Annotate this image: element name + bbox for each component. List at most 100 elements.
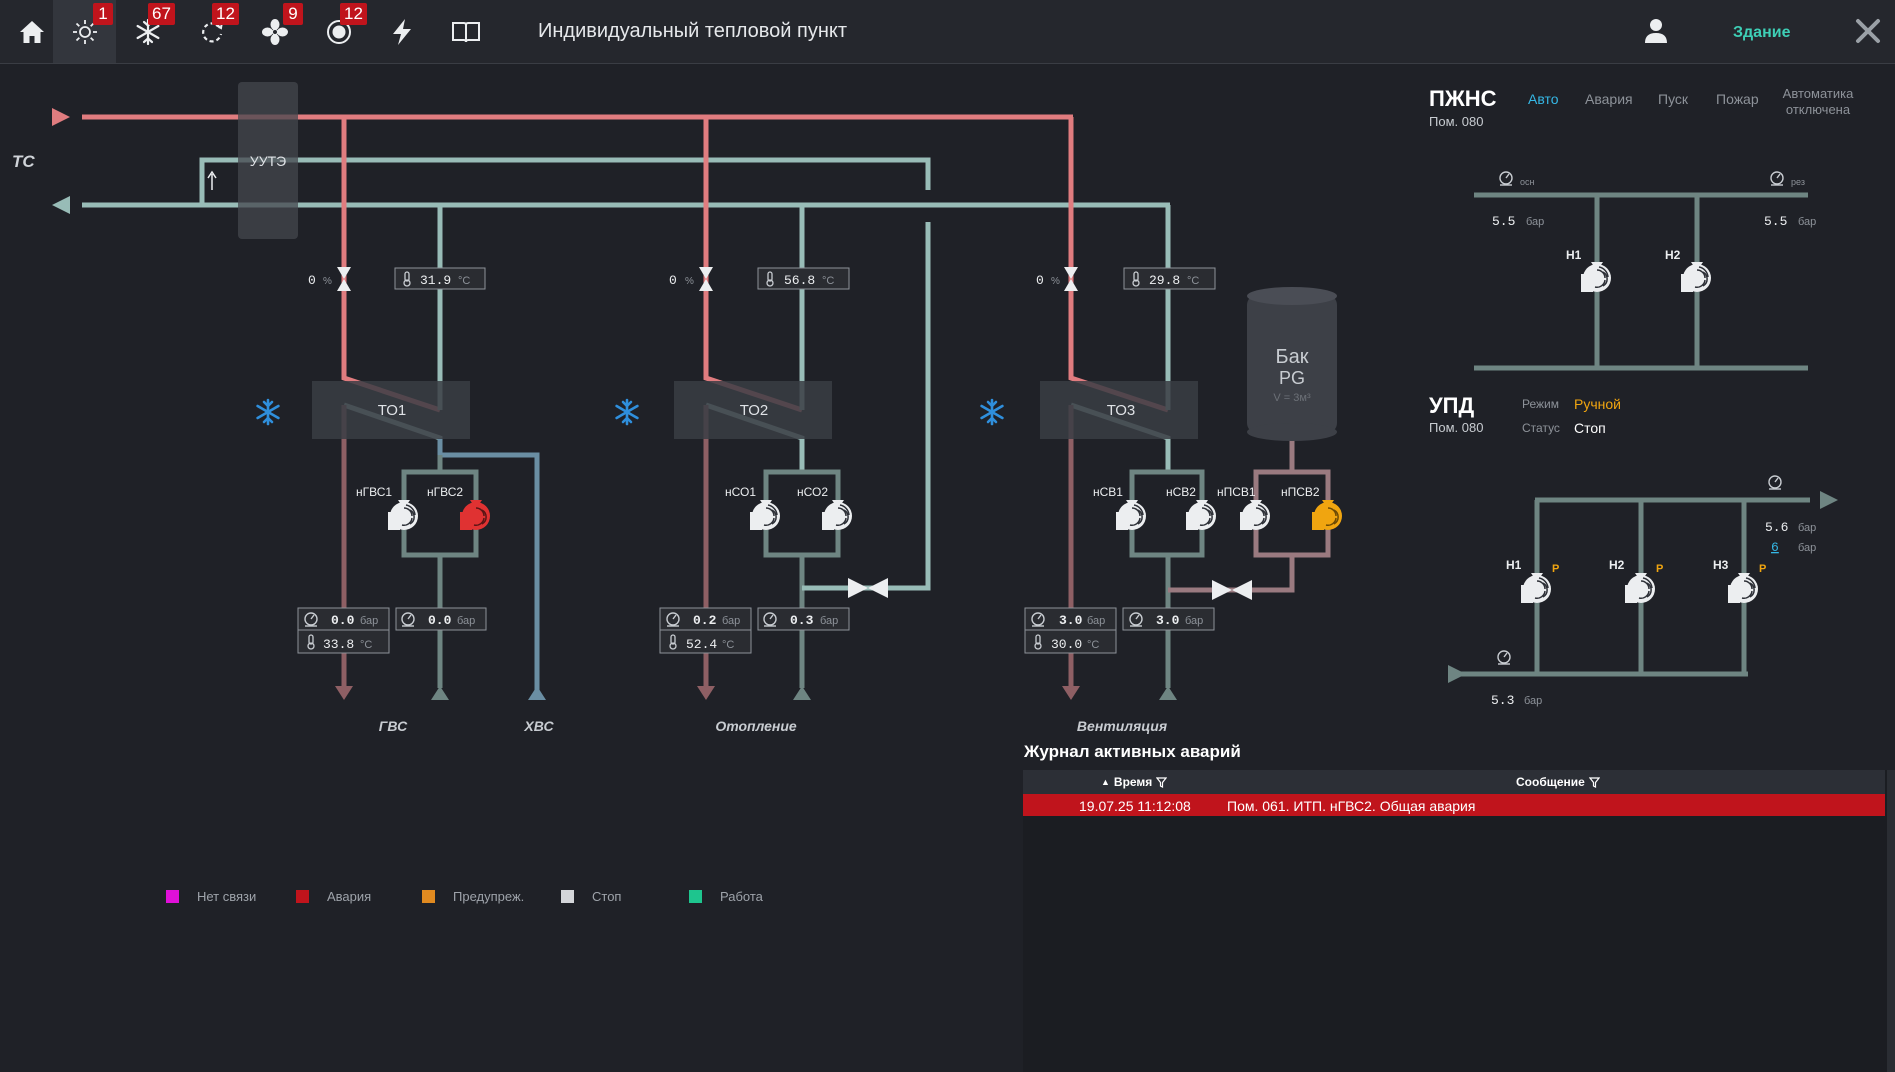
pump-pvent1-icon[interactable] [1239,499,1271,531]
vent-left-pressure: 3.0 [1059,613,1083,628]
pzhns-pump1-icon[interactable] [1580,261,1612,293]
heating-left-temp-unit: °C [722,639,734,651]
dhw-right-pressure: 0.0 [428,613,452,628]
upd-setpoint[interactable]: 6 [1771,540,1779,555]
fan-icon [261,18,288,45]
bypass-arrow-icon [207,170,217,190]
vent-right-pressure-unit: бар [1185,615,1203,627]
record-icon [326,19,351,44]
pzhns-auto-off-status: Автоматика отключена [1782,86,1854,117]
legend-work-label: Работа [720,889,763,904]
pump-heating1-icon[interactable] [749,499,781,531]
nav-record-button[interactable]: 12 [307,0,370,63]
cold-water-arrow-icon [528,686,546,700]
journal-col-message-label: Сообщение [1516,775,1585,789]
journal-row-time: 19.07.25 11:12:08 [1079,798,1191,814]
valve-2-icon[interactable] [699,267,713,291]
return-outlet-arrow-icon [52,196,70,214]
upd-status-label: Статус [1522,421,1560,435]
nav-cycle-button[interactable]: 12 [180,0,243,63]
upd-outlet-arrow-icon [1820,491,1838,509]
upd-pump1-icon[interactable] [1520,572,1552,604]
legend-alarm-label: Авария [327,889,372,904]
close-button[interactable] [1855,18,1881,49]
legend-alarm: Авария [296,889,371,904]
journal-row[interactable]: 19.07.25 11:12:08 Пом. 061. ИТП. нГВС2. … [1023,794,1885,816]
heating-bypass-valve-icon[interactable] [848,578,888,598]
nav-heating-button[interactable]: 1 [53,0,116,63]
cooling-1-icon [256,398,280,426]
ventilation-badge: 9 [283,3,303,25]
book-icon [451,21,480,42]
valve-3-value: 0 [1036,273,1044,288]
pump-heating2-icon[interactable] [821,499,853,531]
filter-icon[interactable] [1588,776,1600,788]
valve-1-icon[interactable] [337,267,351,291]
pzhns-pump2-icon[interactable] [1680,261,1712,293]
heat-meter-block[interactable] [238,82,298,239]
valve-2-value: 0 [669,273,677,288]
nav-ventilation-button[interactable]: 9 [243,0,306,63]
pzhns-gauge-res-label: рез [1791,177,1805,187]
nav-cooling-button[interactable]: 67 [116,0,179,63]
dhw-out-arrow-icon [335,686,353,700]
journal-row-message: Пом. 061. ИТП. нГВС2. Общая авария [1227,798,1476,814]
upd-pump1-label: Н1 [1506,558,1522,572]
tank-volume: V = 3м³ [1273,392,1311,404]
journal-scrollbar[interactable] [1887,770,1895,1072]
legend-warning-label: Предупреж. [453,889,525,904]
heating-left-pressure: 0.2 [693,613,717,628]
page-title: Индивидуальный тепловой пункт [538,20,848,42]
nav-home-button[interactable] [0,0,63,63]
legend-work: Работа [689,889,763,904]
valve-3-icon[interactable] [1064,267,1078,291]
legend-stop: Стоп [561,889,621,904]
pump-vent2-icon[interactable] [1185,499,1217,531]
journal-col-time[interactable]: ▲ Время [1101,775,1168,789]
nav-docs-button[interactable] [434,0,497,63]
cooling-2-icon [615,398,639,426]
dhw-left-temp: 33.8 [323,637,354,652]
cooling-badge: 67 [148,3,175,25]
expansion-tank[interactable] [1247,287,1337,441]
pzhns-res-unit: бар [1798,216,1816,228]
upd-in-pressure: 5.3 [1491,693,1514,708]
pzhns-mode-auto[interactable]: Авто [1528,91,1559,107]
hx3-label: ТО3 [1107,402,1136,419]
pzhns-pump1-label: Н1 [1566,248,1582,262]
building-link[interactable]: Здание [1733,24,1791,41]
heating-caption: Отопление [715,718,797,734]
hx2-label: ТО2 [740,402,769,419]
supply-temp-1-value: 31.9 [420,273,451,288]
upd-setpoint-unit: бар [1798,542,1816,554]
pzhns-mode-start[interactable]: Пуск [1658,91,1689,107]
vent-left-temp-unit: °C [1087,639,1099,651]
pump-dhw1-icon[interactable] [387,499,419,531]
pzhns-mode-fire[interactable]: Пожар [1716,91,1759,107]
valve-3-unit: % [1051,276,1060,287]
pzhns-pump2-label: Н2 [1665,248,1681,262]
ventilation-bypass-valve-icon[interactable] [1212,580,1252,600]
pzhns-mode-alarm[interactable]: Авария [1585,91,1633,107]
pump-pvent2-label: нПСВ2 [1281,485,1320,499]
nav-power-button[interactable] [370,0,433,63]
pump-vent1-icon[interactable] [1115,499,1147,531]
pzhns-main-pressure: 5.5 [1492,214,1515,229]
upd-pump2-icon[interactable] [1624,572,1656,604]
pump-heating2-label: нСО2 [797,485,828,499]
user-button[interactable] [1644,18,1668,49]
upd-mode-value[interactable]: Ручной [1574,396,1621,412]
filter-icon[interactable] [1156,776,1168,788]
circuit-ventilation: ТО3 [1040,117,1331,688]
pump-dhw2-icon[interactable] [459,499,491,531]
vent-left-temp: 30.0 [1051,637,1082,652]
record-badge: 12 [340,3,367,25]
journal-col-message[interactable]: Сообщение [1516,775,1600,789]
journal-col-time-label: Время [1113,775,1153,789]
cold-water-caption: ХВС [523,718,554,734]
legend-warning: Предупреж. [422,889,524,904]
pump-pvent2-icon[interactable] [1311,499,1343,531]
pump-dhw2-label: нГВС2 [427,485,463,499]
upd-pump3-icon[interactable] [1727,572,1759,604]
